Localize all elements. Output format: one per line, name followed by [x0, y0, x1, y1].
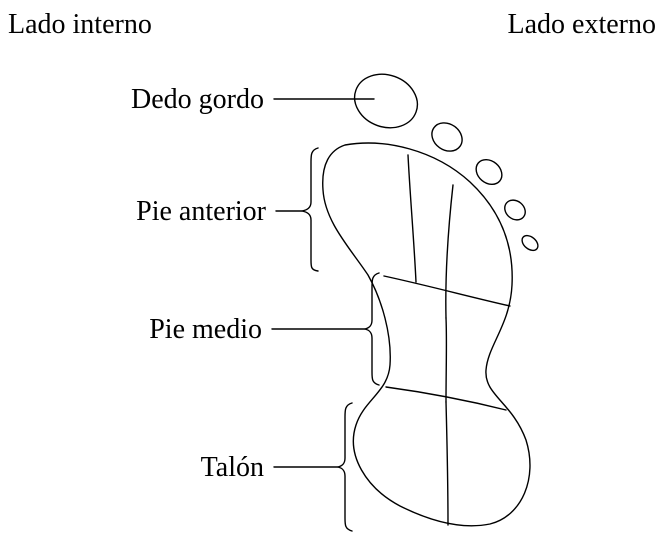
second-toe-shape [426, 117, 467, 157]
outer-side-label: Lado externo [508, 9, 657, 40]
region-dividers [384, 155, 510, 525]
region-toe: Dedo gordo [131, 84, 374, 115]
forefoot-midfoot-boundary [384, 276, 510, 306]
toe-label: Dedo gordo [131, 84, 264, 115]
inner-side-label: Lado interno [8, 9, 152, 40]
region-forefoot: Pie anterior [136, 148, 318, 271]
little-toe-shape [519, 233, 541, 254]
toes-group [347, 66, 541, 254]
forefoot-brace [302, 148, 318, 271]
heel-label: Talón [201, 452, 264, 483]
forefoot-label: Pie anterior [136, 196, 267, 227]
big-toe-shape [347, 66, 425, 137]
midfoot-label: Pie medio [149, 314, 262, 345]
fourth-toe-shape [501, 196, 529, 224]
forefoot-inner-divider [408, 155, 416, 282]
third-toe-shape [471, 155, 507, 190]
midfoot-brace [365, 273, 379, 385]
region-heel: Talón [201, 403, 352, 531]
heel-divider [446, 402, 448, 525]
region-midfoot: Pie medio [149, 273, 379, 385]
sole-outline [323, 143, 530, 526]
heel-brace [338, 403, 352, 531]
forefoot-outer-divider [446, 185, 453, 318]
